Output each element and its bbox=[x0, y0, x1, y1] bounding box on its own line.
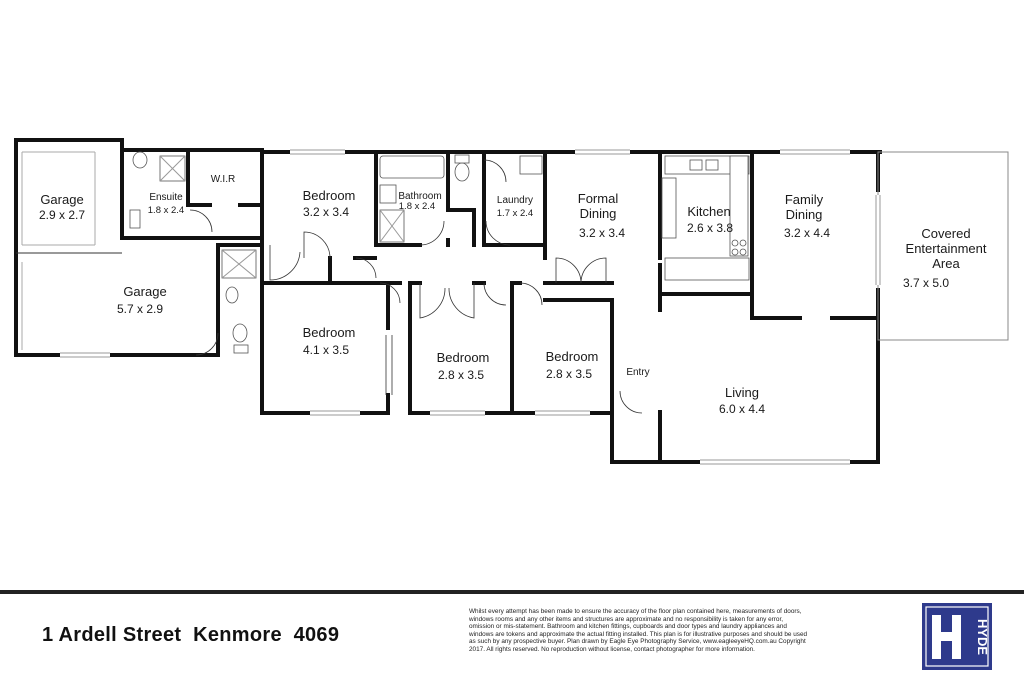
room-name-line: Formal bbox=[578, 191, 619, 206]
room-name: Bedroom bbox=[303, 325, 356, 340]
room-name-line: Family bbox=[785, 192, 824, 207]
room-size: 3.2 x 3.4 bbox=[579, 226, 625, 240]
doors bbox=[189, 159, 643, 414]
garage-thin-lines bbox=[21, 151, 96, 350]
floor-plan: Garage 2.9 x 2.7 Ensuite 1.8 x 2.4 W.I.R… bbox=[14, 138, 1009, 465]
room-size: 4.1 x 3.5 bbox=[303, 343, 349, 357]
room-size: 5.7 x 2.9 bbox=[117, 302, 163, 316]
room-size: 3.2 x 3.4 bbox=[303, 205, 349, 219]
room-name: W.I.R bbox=[211, 174, 235, 185]
windows bbox=[60, 149, 881, 465]
room-size: 2.8 x 3.5 bbox=[546, 367, 592, 381]
fixtures bbox=[129, 151, 750, 354]
room-name: Entry bbox=[626, 367, 649, 378]
room-size: 3.7 x 5.0 bbox=[903, 276, 949, 290]
room-name: Bedroom bbox=[437, 350, 490, 365]
room-name-line: Entertainment bbox=[906, 241, 987, 256]
room-name-line: Covered bbox=[921, 226, 970, 241]
disclaimer-text: Whilst every attempt has been made to en… bbox=[469, 608, 808, 653]
room-size: 2.9 x 2.7 bbox=[39, 208, 85, 222]
walls bbox=[14, 138, 882, 464]
room-name: Bedroom bbox=[546, 349, 599, 364]
room-size: 6.0 x 4.4 bbox=[719, 402, 765, 416]
room-size: 3.2 x 4.4 bbox=[784, 226, 830, 240]
footer-divider bbox=[0, 590, 1024, 594]
room-name: Bathroom bbox=[398, 191, 441, 202]
room-name: Garage bbox=[40, 192, 83, 207]
room-name-line: Area bbox=[932, 256, 960, 271]
room-size: 1.7 x 2.4 bbox=[497, 208, 533, 219]
room-name: Bedroom bbox=[303, 188, 356, 203]
logo-text: HYDE bbox=[975, 619, 990, 655]
room-name: Laundry bbox=[497, 195, 533, 206]
property-address: 1 Ardell Street Kenmore 4069 bbox=[42, 624, 340, 646]
room-size: 2.8 x 3.5 bbox=[438, 368, 484, 382]
room-name: Living bbox=[725, 385, 759, 400]
room-name-line: Dining bbox=[786, 207, 823, 222]
room-labels: Garage 2.9 x 2.7 Ensuite 1.8 x 2.4 W.I.R… bbox=[39, 174, 987, 416]
room-name: Ensuite bbox=[149, 192, 183, 203]
room-size: 1.8 x 2.4 bbox=[148, 205, 184, 216]
room-size: 2.6 x 3.8 bbox=[687, 221, 733, 235]
room-name: Garage bbox=[123, 284, 166, 299]
hyde-logo: HYDE bbox=[922, 603, 992, 670]
room-name: Kitchen bbox=[687, 204, 730, 219]
room-size: 1.8 x 2.4 bbox=[399, 201, 435, 212]
room-name-line: Dining bbox=[580, 206, 617, 221]
